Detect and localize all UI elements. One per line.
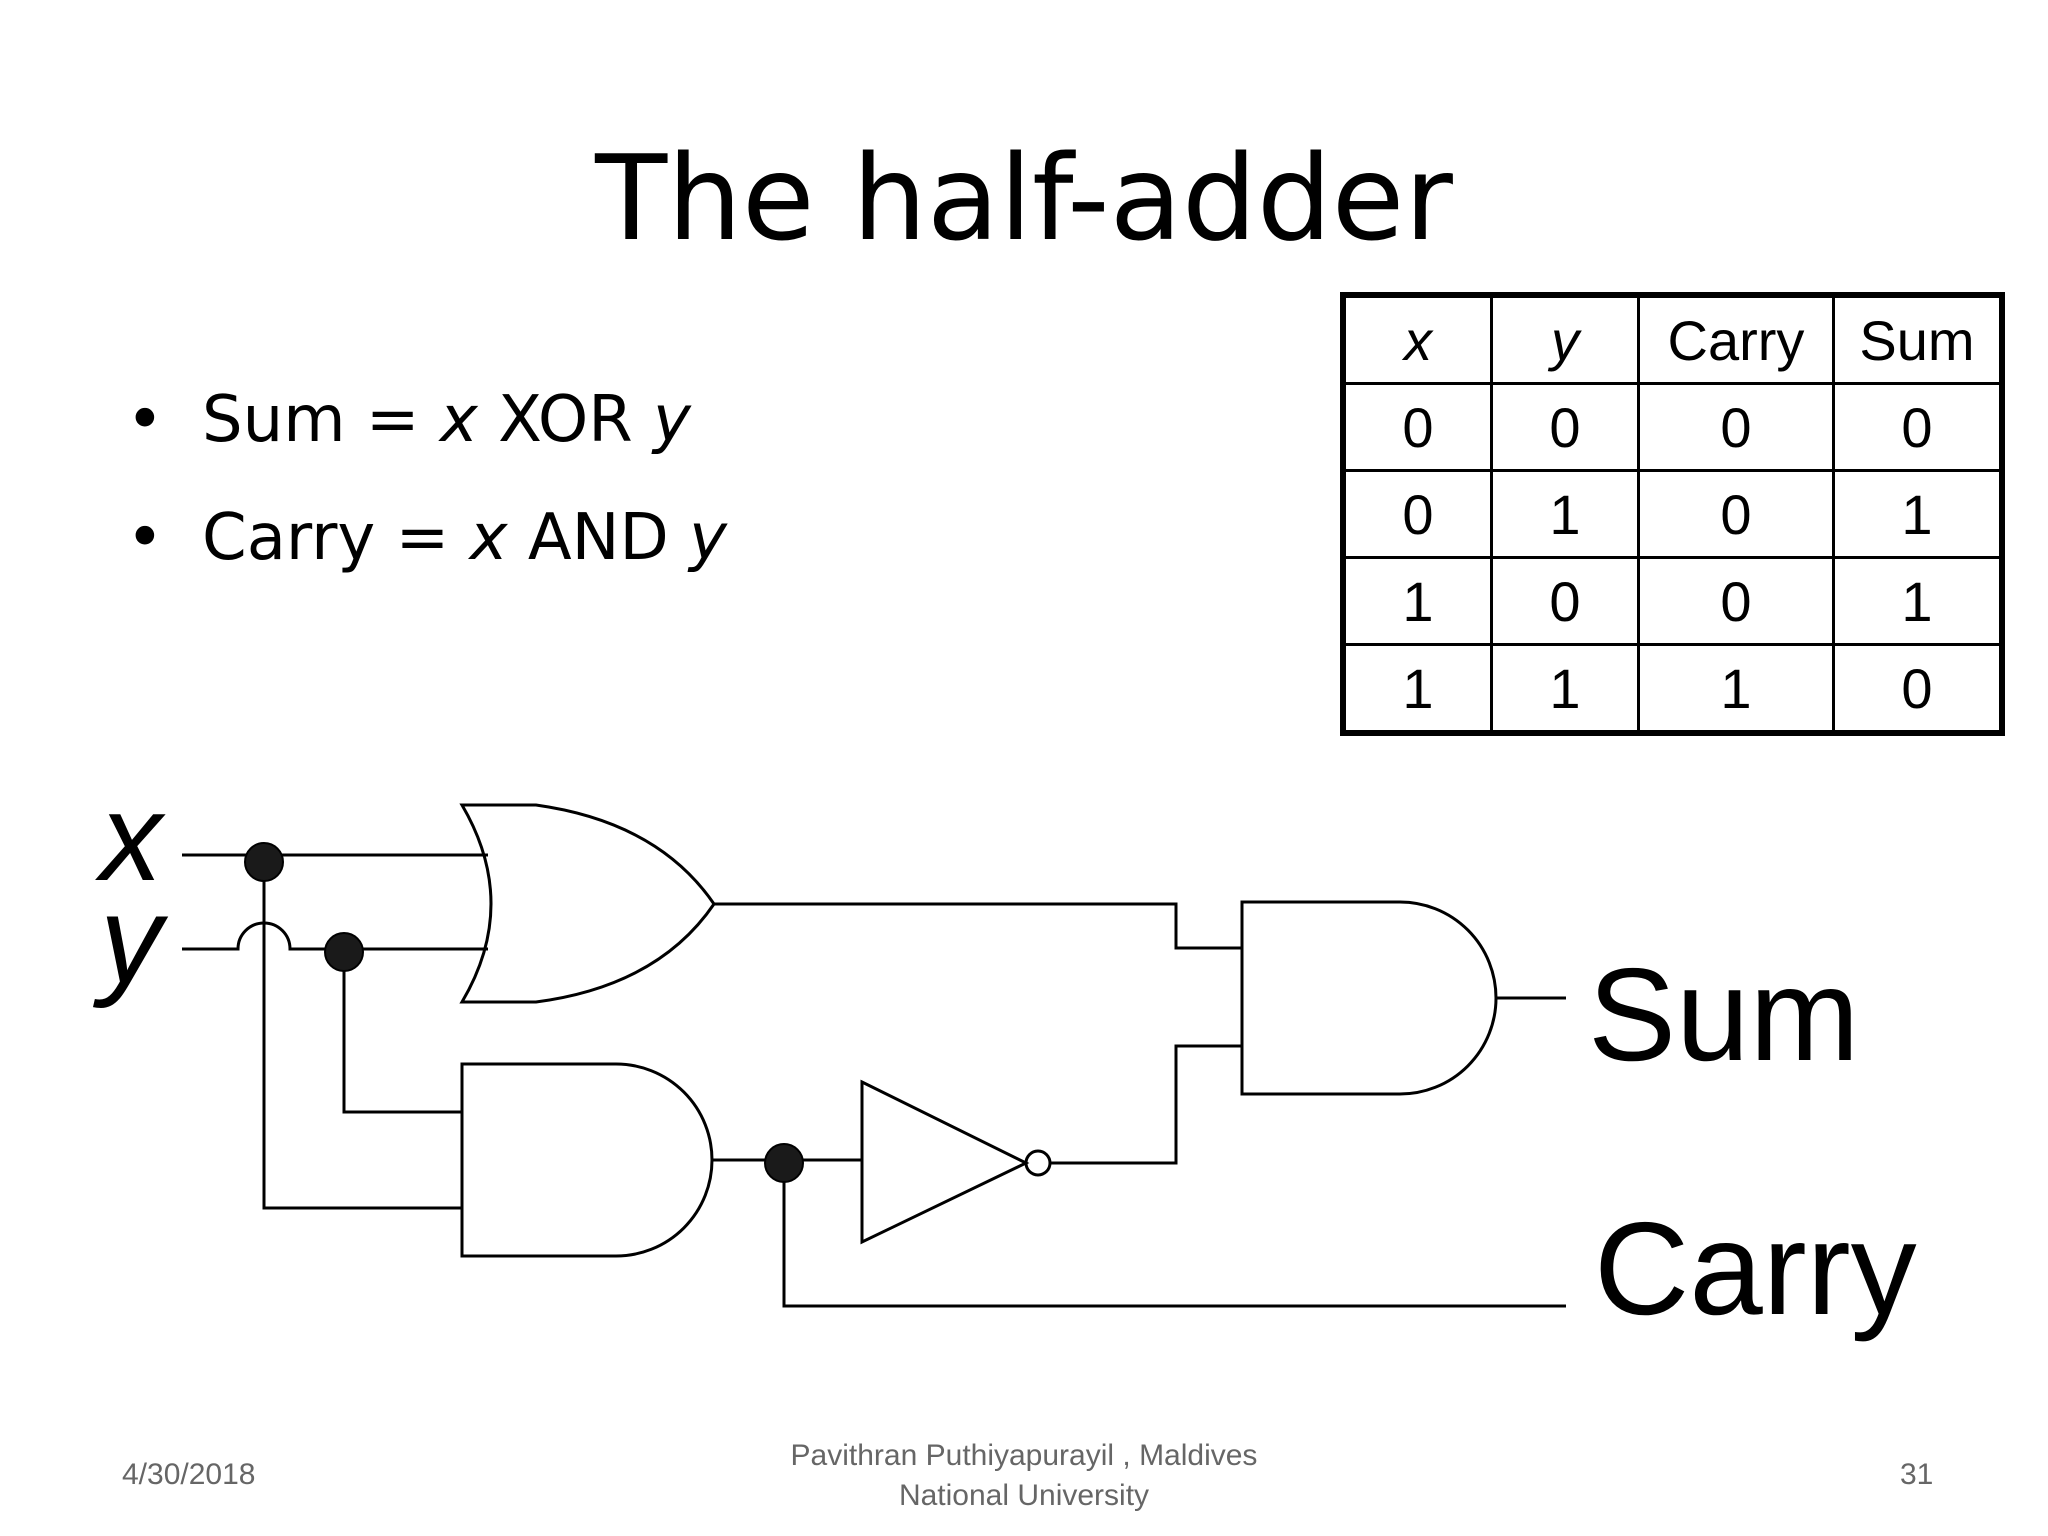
bullet-sum-var-x: x <box>439 383 478 457</box>
junction-x <box>244 842 284 882</box>
table-cell: 1 <box>1637 643 1835 735</box>
wire-or-out <box>714 902 1242 950</box>
table-cell: 1 <box>1490 469 1640 559</box>
table-cell: 0 <box>1832 643 2004 735</box>
header-carry: Carry <box>1637 293 1835 385</box>
output-label-sum: Sum <box>1588 941 1859 1088</box>
table-cell: 1 <box>1490 643 1640 735</box>
footer-page-number: 31 <box>1900 1458 1934 1491</box>
table-cell: 1 <box>1341 556 1493 646</box>
table-cell: 0 <box>1832 382 2004 472</box>
bullet-sum-var-y: y <box>653 383 691 457</box>
bullet-sum-op: XOR <box>477 383 653 457</box>
table-cell: 0 <box>1637 556 1835 646</box>
table-cell: 0 <box>1637 469 1835 559</box>
table-row: 0 1 0 1 <box>1341 469 2004 559</box>
footer-author: Pavithran Puthiyapurayil , Maldives Nati… <box>724 1436 1324 1516</box>
bullet-sum-prefix: Sum = <box>202 383 440 457</box>
footer-author-line2: National University <box>898 1479 1150 1512</box>
bullet-carry-var-y: y <box>689 501 727 575</box>
table-row: 1 1 1 0 <box>1341 643 2004 735</box>
bullet-dot: • <box>126 501 164 575</box>
footer-date: 4/30/2018 <box>122 1458 256 1491</box>
table-cell: 0 <box>1490 382 1640 472</box>
input-label-x: x <box>95 769 166 907</box>
wire-y-branch <box>342 949 462 1114</box>
not-gate <box>860 1079 1030 1245</box>
or-gate <box>459 803 716 1004</box>
table-cell: 0 <box>1341 469 1493 559</box>
header-y: y <box>1490 293 1640 385</box>
table-row: 1 0 0 1 <box>1341 556 2004 646</box>
truth-table: x y Carry Sum 0 0 0 0 0 1 0 1 1 0 0 1 1 … <box>1340 292 2005 736</box>
bullet-carry-op: AND <box>507 501 690 575</box>
and-gate-carry <box>460 1062 714 1258</box>
table-cell: 1 <box>1832 556 2004 646</box>
wire-x-branch <box>262 855 462 1210</box>
junction-carry <box>764 1143 804 1183</box>
bullet-sum: • Sum = x XOR y <box>118 380 727 498</box>
bullet-list: • Sum = x XOR y • Carry = x AND y <box>118 380 727 616</box>
truth-table-header-row: x y Carry Sum <box>1341 293 2004 385</box>
table-cell: 1 <box>1832 469 2004 559</box>
table-cell: 0 <box>1637 382 1835 472</box>
footer-author-line1: Pavithran Puthiyapurayil , Maldives <box>790 1439 1258 1472</box>
not-bubble <box>1024 1149 1052 1177</box>
bullet-carry-prefix: Carry = <box>202 501 470 575</box>
junction-y <box>324 932 364 972</box>
bullet-dot: • <box>126 383 164 457</box>
table-cell: 0 <box>1490 556 1640 646</box>
wire-carry-output <box>782 1160 1566 1308</box>
table-cell: 1 <box>1341 643 1493 735</box>
bullet-carry-var-x: x <box>469 501 508 575</box>
input-label-y: y <box>92 871 169 1009</box>
output-label-carry: Carry <box>1594 1195 1917 1342</box>
wire-not-out <box>1050 1044 1242 1165</box>
slide-title: The half-adder <box>595 129 1453 267</box>
table-cell: 0 <box>1341 382 1493 472</box>
table-row: 0 0 0 0 <box>1341 382 2004 472</box>
and-gate-sum <box>1240 900 1498 1096</box>
bullet-carry: • Carry = x AND y <box>118 498 727 616</box>
header-x: x <box>1341 293 1493 385</box>
header-sum: Sum <box>1832 293 2004 385</box>
